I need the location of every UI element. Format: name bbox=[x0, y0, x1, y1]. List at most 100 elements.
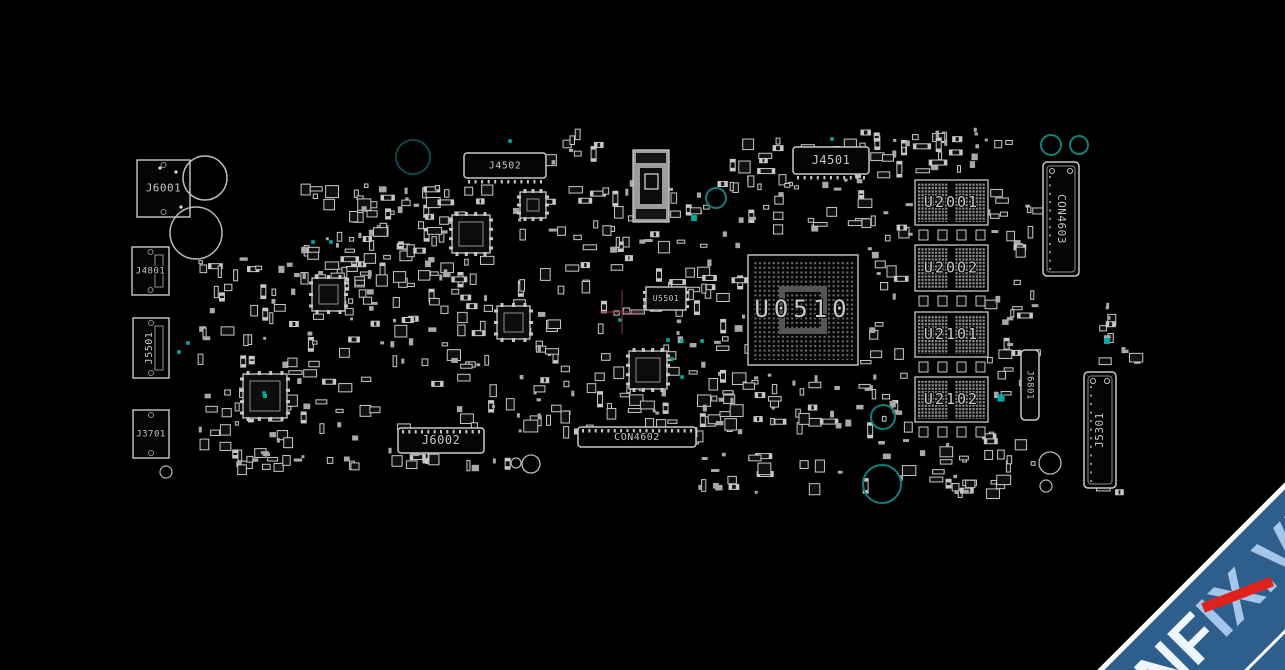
smd-pad bbox=[590, 191, 594, 197]
component-J6801[interactable]: J6801 bbox=[1020, 349, 1040, 421]
component-J6001[interactable]: J6001 bbox=[136, 159, 191, 218]
smd-part bbox=[234, 402, 240, 412]
card-module[interactable] bbox=[632, 149, 670, 223]
component-J4801[interactable]: J4801 bbox=[131, 246, 170, 296]
smd-part bbox=[199, 438, 210, 451]
ring-marker[interactable] bbox=[1040, 134, 1062, 156]
teal-dot bbox=[177, 350, 181, 354]
component-J5501[interactable]: J5501 bbox=[132, 317, 170, 379]
ring-marker[interactable] bbox=[395, 139, 431, 175]
smd-pad bbox=[858, 194, 864, 198]
component-CON4603[interactable]: CON4603 bbox=[1042, 161, 1080, 277]
smd-part bbox=[1027, 225, 1034, 239]
pin-dot bbox=[1049, 201, 1051, 204]
smd-pad bbox=[896, 174, 902, 178]
smd-pad bbox=[834, 385, 840, 390]
smd-pad bbox=[1107, 315, 1111, 320]
smd-part bbox=[738, 160, 751, 174]
smd-pad bbox=[969, 161, 976, 168]
smd-pad bbox=[249, 356, 255, 360]
ring-marker[interactable] bbox=[705, 187, 727, 209]
smd-part bbox=[440, 305, 449, 314]
smd-part bbox=[639, 400, 655, 410]
smd-part bbox=[221, 408, 232, 418]
smd-pad bbox=[974, 132, 978, 136]
pin-tick bbox=[823, 176, 826, 180]
smd-part bbox=[418, 270, 431, 281]
smd-pad bbox=[362, 261, 366, 267]
smd-part bbox=[220, 326, 235, 336]
component-CON4602[interactable]: CON4602 bbox=[577, 426, 697, 448]
ring-marker[interactable] bbox=[870, 404, 896, 430]
smd-pad bbox=[610, 246, 618, 253]
smd-part bbox=[593, 220, 599, 229]
ring-marker[interactable] bbox=[159, 465, 173, 479]
pin-dot bbox=[1049, 184, 1051, 187]
component-U2102[interactable]: U2102 bbox=[914, 376, 989, 438]
smd-pad bbox=[424, 228, 430, 232]
pin-tick bbox=[626, 429, 629, 433]
ring-marker[interactable] bbox=[510, 457, 522, 469]
component-U0510[interactable]: U0510 bbox=[747, 254, 859, 366]
pin-tick bbox=[670, 429, 673, 433]
component-J6002[interactable]: J6002 bbox=[397, 427, 485, 454]
smd-part bbox=[369, 240, 375, 251]
smd-pad bbox=[644, 239, 653, 243]
smd-part bbox=[243, 334, 249, 347]
smd-part bbox=[441, 342, 449, 347]
smd-part bbox=[586, 383, 597, 394]
smd-pad bbox=[343, 278, 349, 282]
pin-tick bbox=[478, 430, 480, 434]
smd-pad bbox=[476, 198, 480, 204]
smd-part bbox=[369, 406, 381, 414]
ring-marker[interactable] bbox=[182, 155, 228, 201]
smd-pad bbox=[625, 255, 629, 261]
qfn-pin bbox=[344, 304, 348, 308]
ring-marker[interactable] bbox=[862, 464, 902, 504]
pin-tick bbox=[803, 176, 806, 180]
qfn-chip[interactable] bbox=[449, 212, 493, 256]
smd-pad bbox=[425, 458, 429, 464]
qfn-pin bbox=[246, 417, 250, 421]
ring-marker[interactable] bbox=[521, 454, 541, 474]
smd-part bbox=[568, 186, 583, 194]
qfn-chip[interactable] bbox=[240, 371, 290, 421]
qfn-pin bbox=[523, 217, 527, 221]
pin-tick bbox=[810, 176, 813, 180]
smd-pad bbox=[451, 357, 458, 363]
ring-marker[interactable] bbox=[1069, 135, 1089, 155]
teal-dot bbox=[670, 357, 674, 361]
component-J3701[interactable]: J3701 bbox=[132, 409, 170, 459]
smd-pad bbox=[744, 277, 748, 283]
qfn-chip[interactable] bbox=[494, 303, 533, 342]
qfn-chip[interactable] bbox=[309, 275, 348, 314]
smd-pad bbox=[428, 327, 437, 332]
smd-pad bbox=[293, 458, 303, 462]
marks-layer bbox=[158, 134, 1110, 504]
smd-part bbox=[757, 183, 762, 191]
ring-marker[interactable] bbox=[1039, 479, 1053, 493]
smd-pad bbox=[518, 429, 522, 433]
component-J4501[interactable]: J4501 bbox=[792, 146, 870, 180]
component-U2101[interactable]: U2101 bbox=[914, 311, 989, 373]
qfn-pin bbox=[240, 377, 244, 381]
ring-marker[interactable] bbox=[169, 206, 223, 260]
component-J5301[interactable]: J5301 bbox=[1083, 371, 1117, 489]
qfn-chip[interactable] bbox=[626, 348, 670, 392]
ring-marker[interactable] bbox=[1038, 451, 1062, 475]
component-label: U2002 bbox=[924, 259, 979, 277]
smd-part bbox=[932, 469, 945, 475]
smd-part bbox=[688, 370, 698, 375]
qfn-pin bbox=[517, 195, 521, 199]
smd-pad bbox=[718, 397, 725, 402]
smd-pad bbox=[780, 145, 784, 151]
qfn-chip[interactable] bbox=[517, 189, 549, 221]
smd-part bbox=[326, 457, 334, 464]
component-J4502[interactable]: J4502 bbox=[463, 152, 547, 184]
component-U5501[interactable]: U5501 bbox=[643, 286, 689, 311]
smd-pad bbox=[203, 336, 211, 341]
component-U2001[interactable]: U2001 bbox=[914, 179, 989, 241]
smd-part bbox=[613, 206, 624, 219]
component-U2002[interactable]: U2002 bbox=[914, 244, 989, 307]
